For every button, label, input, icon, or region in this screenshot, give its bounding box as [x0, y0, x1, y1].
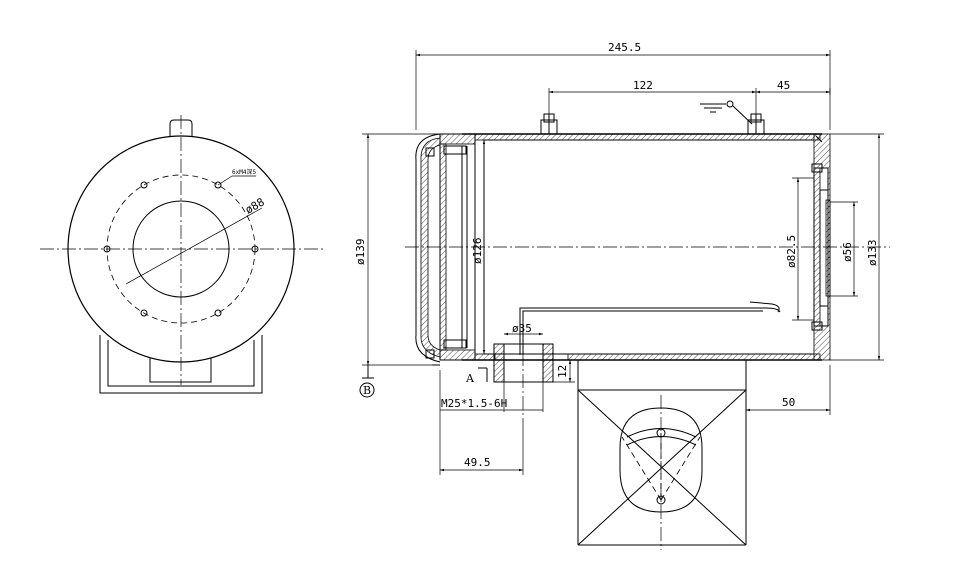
side-bracket [577, 359, 747, 550]
side-view: 245.5 122 45 ø139 ø126 ø82.5 ø56 ø133 [354, 41, 890, 550]
dia-window-label: ø56 [841, 242, 854, 262]
front-offset-label: 45 [777, 79, 790, 92]
datum-b: B [359, 365, 375, 398]
ground-symbol [700, 100, 753, 125]
front-bolt-holes [103, 181, 259, 317]
dia-window-recess-label: ø82.5 [785, 235, 798, 268]
section-mark-label: A [465, 372, 475, 385]
dia-front-flange-label: ø133 [866, 240, 879, 267]
rear-cap [415, 133, 476, 366]
port-thread-label: M25*1.5-6H [441, 397, 507, 410]
top-mount-left [540, 113, 558, 135]
top-wall [474, 133, 821, 141]
mount-spacing-label: 122 [633, 79, 653, 92]
top-mount-right [747, 113, 765, 135]
front-bracket [99, 335, 263, 394]
overall-length-label: 245.5 [608, 41, 641, 54]
bottom-wall [567, 353, 821, 361]
dia-port-label: ø35 [512, 322, 532, 335]
dia-bore-label: ø126 [471, 238, 484, 265]
cable-port [493, 330, 554, 420]
port-height-label: 12 [556, 365, 569, 378]
bolt-callout-label: 6xM4深5 [232, 168, 256, 176]
datum-label: B [363, 384, 371, 397]
bracket-offset-label: 50 [782, 396, 795, 409]
port-offset-label: 49.5 [464, 456, 491, 469]
dia-outer-body-label: ø139 [354, 239, 367, 266]
front-view: 6xM4深5 ø88 [40, 115, 325, 394]
